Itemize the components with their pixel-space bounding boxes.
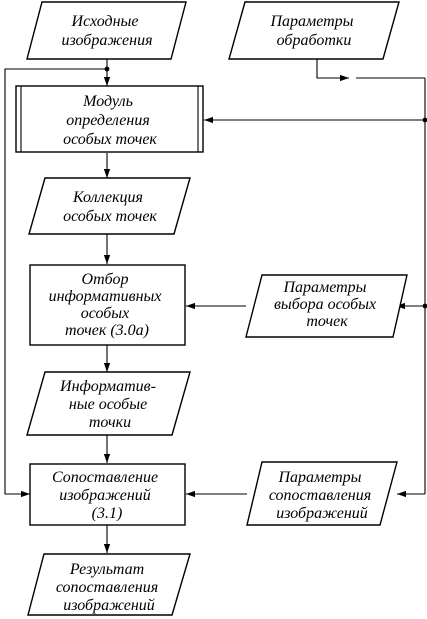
matching-shape [29, 463, 186, 526]
informative-points-shape [26, 371, 191, 436]
keypoint-module-label: Модуль определения особых точек [63, 93, 157, 148]
junction-bus-selection [422, 303, 427, 309]
matching-params-label: Параметры сопоставления изображений [269, 469, 375, 522]
edge-source-to-matching [4, 68, 107, 498]
result-shape [27, 553, 191, 616]
selection-shape [29, 264, 186, 346]
keypoint-module-shape [15, 85, 204, 153]
keypoint-collection-label: Коллекция особых точек [63, 189, 157, 225]
selection-label: Отбор информативных особых точек (3.0а) [49, 271, 166, 339]
edge-params-to-bus [316, 59, 349, 82]
junction-source [104, 66, 110, 72]
matching-label: Сопоставление изображений (3.1) [52, 469, 162, 522]
keypoint-collection-shape [28, 177, 191, 235]
selection-params-shape [245, 274, 408, 338]
informative-points-label: Информатив- ные особые точки [59, 378, 160, 431]
processing-params-shape [228, 1, 400, 60]
source-images-shape [26, 1, 187, 60]
source-images-label: Исходные изображения [61, 13, 152, 49]
matching-params-shape [246, 461, 398, 526]
result-label: Результат сопоставления изображений [56, 561, 162, 614]
junctions [104, 66, 427, 309]
labels: Исходные изображения Параметры обработки… [49, 13, 380, 614]
connectors [4, 59, 426, 553]
junction-bus-module [422, 117, 427, 123]
processing-params-label: Параметры обработки [269, 13, 357, 49]
selection-params-label: Параметры выбора особых точек [274, 279, 380, 330]
shapes [15, 1, 408, 616]
